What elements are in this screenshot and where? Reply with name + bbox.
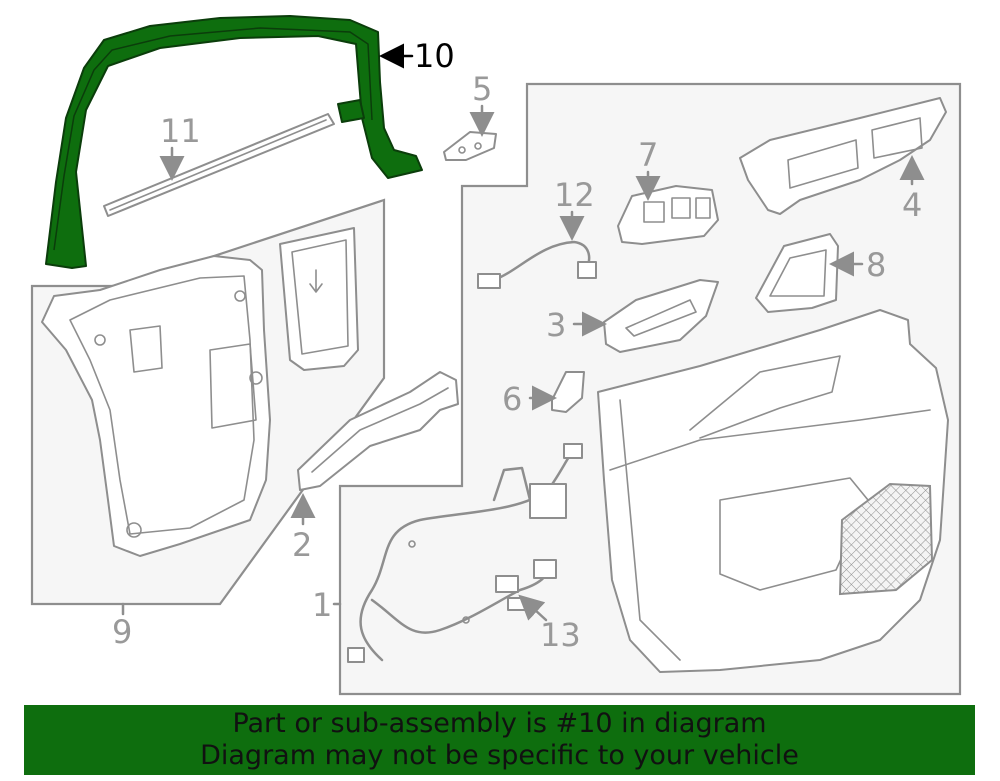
banner-line-2: Diagram may not be specific to your vehi… xyxy=(200,740,799,771)
banner-line-1: Part or sub-assembly is #10 in diagram xyxy=(232,708,767,739)
part-11-belt-molding xyxy=(103,113,335,217)
callout-8: 8 xyxy=(866,246,886,284)
leader-13 xyxy=(518,594,548,622)
callout-5: 5 xyxy=(472,70,492,108)
callout-10: 10 xyxy=(414,37,455,75)
callout-13: 13 xyxy=(540,616,581,654)
info-banner: Part or sub-assembly is #10 in diagram D… xyxy=(24,705,975,775)
part-5-bracket xyxy=(443,131,497,161)
door-trim-panel xyxy=(597,309,949,673)
part-10-window-frame xyxy=(45,15,423,269)
callout-9: 9 xyxy=(112,613,132,651)
callout-4: 4 xyxy=(902,186,922,224)
callout-7: 7 xyxy=(638,136,658,174)
part-3-inside-handle xyxy=(603,279,719,353)
callout-11: 11 xyxy=(160,112,201,150)
part-9-door-module xyxy=(41,227,359,557)
callout-2: 2 xyxy=(292,526,312,564)
part-1-harness xyxy=(347,443,583,663)
callout-1: 1 xyxy=(312,586,332,624)
parts-diagram: 10 11 5 7 12 4 8 3 6 2 9 1 13 xyxy=(30,15,962,696)
part-12-pigtail xyxy=(477,240,597,289)
callout-3: 3 xyxy=(546,306,566,344)
speaker-grille xyxy=(838,482,934,596)
callout-12: 12 xyxy=(554,176,595,214)
callout-6: 6 xyxy=(502,380,522,418)
part-2-reinforcement xyxy=(297,371,459,491)
